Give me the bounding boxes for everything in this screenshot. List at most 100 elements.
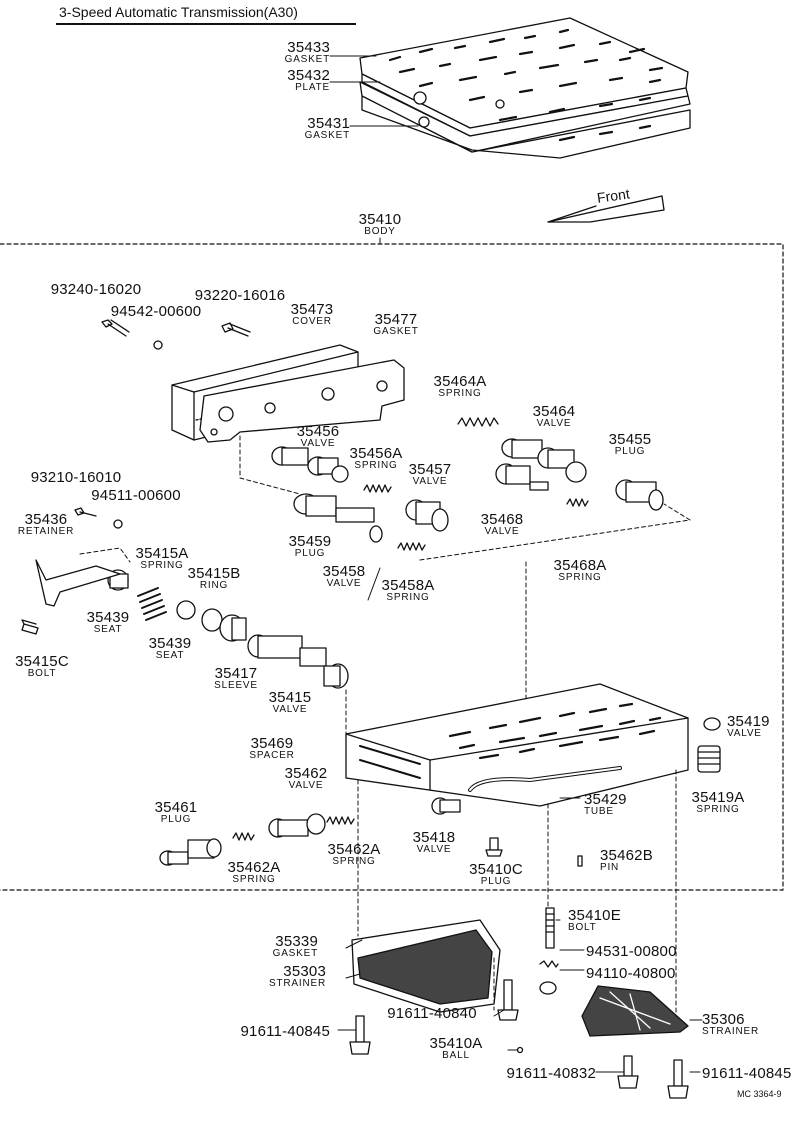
part-name: PLATE xyxy=(295,82,330,93)
part-name: PLUG xyxy=(614,446,646,457)
spring-35415A xyxy=(137,587,167,621)
part-number: 35462B xyxy=(600,847,653,864)
small-bolts xyxy=(74,319,251,529)
part-number: 35458A xyxy=(381,577,435,594)
part-name: GASKET xyxy=(272,948,318,959)
part-number: 35462A xyxy=(227,859,281,876)
strainer-35306 xyxy=(581,985,689,1037)
part-name: TUBE xyxy=(584,806,614,817)
part-name: BALL xyxy=(442,1050,470,1061)
part-number: 35415A xyxy=(135,545,189,562)
part-number: 94531-00800 xyxy=(586,943,677,960)
part-name: VALVE xyxy=(326,578,362,589)
part-number: 35415B xyxy=(187,565,241,582)
part-number: 35464A xyxy=(433,373,487,390)
part-number: 93240-16020 xyxy=(50,281,142,298)
part-name: VALVE xyxy=(288,780,324,791)
part-number: 35418 xyxy=(412,829,456,846)
part-number: 35431 xyxy=(307,115,350,132)
part-number: 35461 xyxy=(154,799,198,816)
part-number: 35415C xyxy=(15,653,69,670)
body-group-boundary xyxy=(0,243,784,891)
retainer xyxy=(21,559,121,635)
strainer-35303 xyxy=(351,919,501,1013)
part-name: SPRING xyxy=(386,592,430,603)
part-name: SPRING xyxy=(696,804,740,815)
callout-p91611_40845a: 91611-40845 xyxy=(240,1024,330,1039)
part-number: 35464 xyxy=(532,403,576,420)
part-number: 35455 xyxy=(608,431,652,448)
diagram-title: 3-Speed Automatic Transmission(A30) xyxy=(59,4,298,20)
part-number: 35306 xyxy=(702,1011,745,1028)
part-name: PLUG xyxy=(160,814,192,825)
part-name: BODY xyxy=(364,226,396,237)
callout-p94110: 94110-40800 xyxy=(586,966,676,981)
part-number: 35419 xyxy=(727,713,770,730)
part-name: PLUG xyxy=(294,548,326,559)
part-number: 91611-40840 xyxy=(387,1005,477,1022)
part-number: 35469 xyxy=(250,735,294,752)
part-name: SPRING xyxy=(332,856,376,867)
part-number: 94542-00600 xyxy=(110,303,202,320)
part-number: 35415 xyxy=(268,689,312,706)
part-number: 35458 xyxy=(322,563,366,580)
part-name: SPACER xyxy=(249,750,295,761)
part-name: PLUG xyxy=(480,876,512,887)
part-name: STRAINER xyxy=(269,978,326,989)
part-number: 35473 xyxy=(290,301,334,318)
part-name: VALVE xyxy=(727,728,762,739)
callout-p94531: 94531-00800 xyxy=(586,944,677,959)
part-number: 93220-16016 xyxy=(194,287,286,304)
part-name: SEAT xyxy=(93,624,123,635)
part-name: VALVE xyxy=(412,476,448,487)
part-number: 35468 xyxy=(480,511,524,528)
part-number: 35410E xyxy=(568,907,621,924)
part-name: VALVE xyxy=(300,438,336,449)
callout-p93220: 93220-16016 xyxy=(195,288,286,303)
part-number: 35436 xyxy=(24,511,68,528)
part-number: 35410C xyxy=(469,861,523,878)
part-name: SPRING xyxy=(140,560,184,571)
part-name: SPRING xyxy=(232,874,276,885)
cover-and-gasket xyxy=(171,344,405,443)
part-number: 35303 xyxy=(283,963,326,980)
part-name: BOLT xyxy=(568,922,597,933)
part-number: 94511-00600 xyxy=(91,487,181,504)
part-number: 35456 xyxy=(296,423,340,440)
callout-p91611_40840: 91611-40840 xyxy=(387,1006,477,1021)
part-number: 91611-40845 xyxy=(702,1065,792,1082)
part-number: 35459 xyxy=(288,533,332,550)
part-number: 35439 xyxy=(86,609,130,626)
part-name: RETAINER xyxy=(17,526,75,537)
part-number: 35456A xyxy=(349,445,403,462)
springs xyxy=(232,417,721,841)
part-name: SPRING xyxy=(558,572,602,583)
part-number: 93210-16010 xyxy=(30,469,122,486)
part-number: 35462 xyxy=(284,765,328,782)
part-number: 35468A xyxy=(553,557,607,574)
callout-p94511: 94511-00600 xyxy=(91,488,181,503)
valve-body xyxy=(345,683,689,807)
separator-plate-stack xyxy=(359,17,691,159)
part-number: 94110-40800 xyxy=(586,965,676,982)
part-name: PIN xyxy=(600,862,620,873)
part-name: GASKET xyxy=(373,326,419,337)
